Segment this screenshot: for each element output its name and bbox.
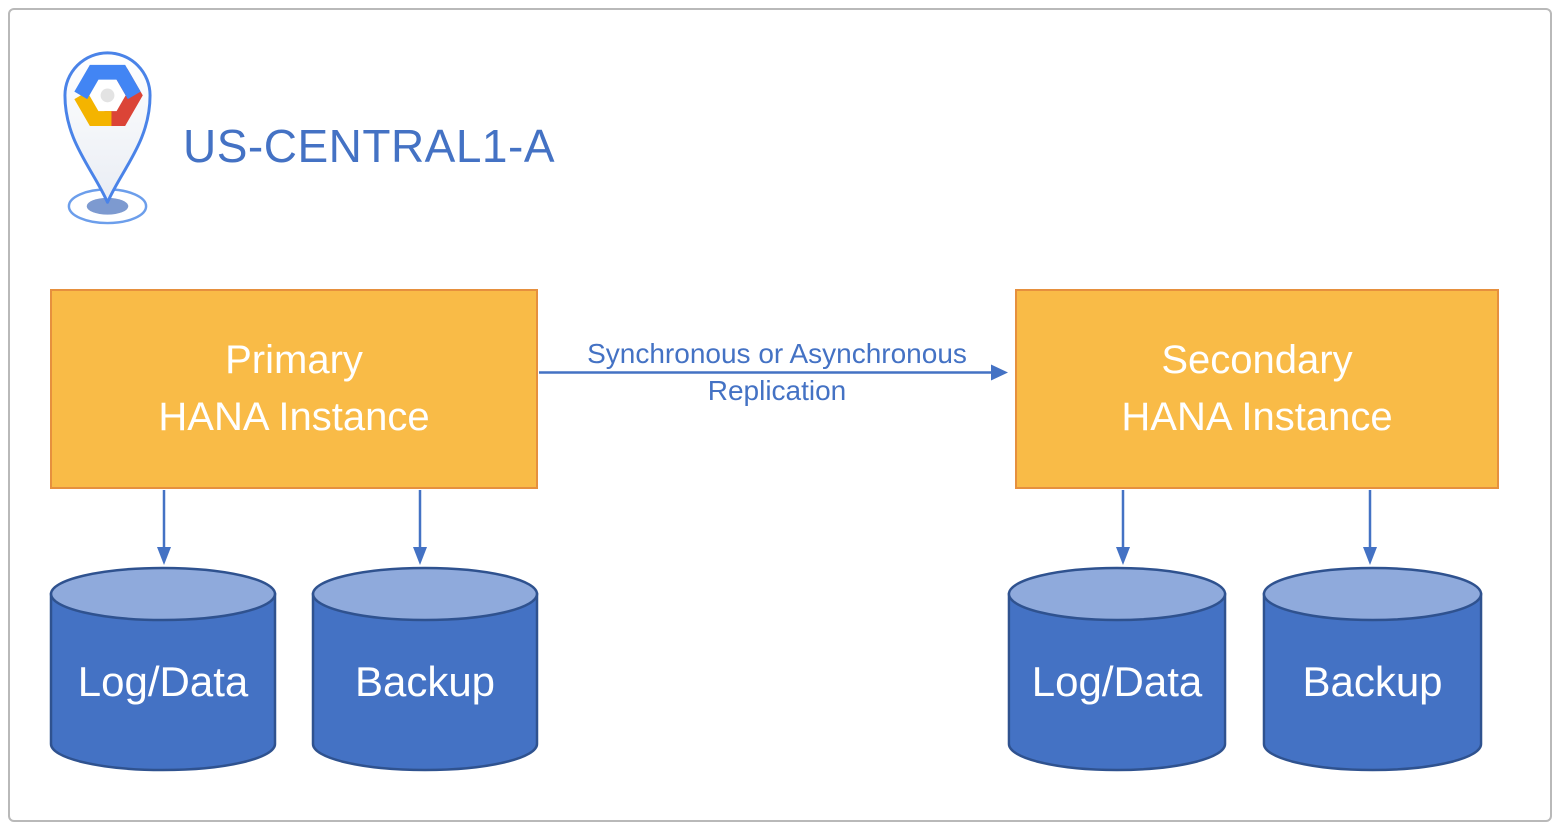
pin-base-shadow (86, 197, 129, 215)
primary-node-label-line2: HANA Instance (158, 395, 430, 439)
storage-label: Backup (1302, 658, 1443, 705)
database-cylinder-icon (1007, 566, 1227, 772)
storage-label: Log/Data (77, 658, 249, 705)
storage-cylinder-secondary-backup: Backup (1262, 566, 1483, 772)
gcp-hexagon-logo (74, 64, 143, 126)
region-title: US-CENTRAL1-A (183, 120, 556, 172)
arrow-primary-to-logdata (157, 490, 171, 565)
storage-cylinder-secondary-logdata: Log/Data (1007, 566, 1227, 772)
arrow-secondary-to-logdata (1116, 490, 1130, 565)
secondary-node-label-line2: HANA Instance (1121, 395, 1393, 439)
replication-arrow (539, 364, 1008, 381)
storage-cylinder-primary-logdata: Log/Data (49, 566, 277, 772)
storage-label: Backup (354, 658, 496, 705)
database-cylinder-icon (1262, 566, 1483, 772)
database-cylinder-icon (311, 566, 539, 772)
database-cylinder-icon (49, 566, 277, 772)
gcp-location-pin-icon (63, 51, 152, 225)
storage-cylinder-primary-backup: Backup (311, 566, 539, 772)
primary-hana-node: Primary HANA Instance (50, 289, 538, 489)
storage-label: Log/Data (1031, 658, 1203, 705)
arrow-secondary-to-backup (1363, 490, 1377, 565)
secondary-node-label-line1: Secondary (1161, 338, 1353, 382)
primary-node-label-line1: Primary (225, 338, 363, 382)
replication-label-line2: Replication (707, 375, 847, 406)
replication-label-line1: Synchronous or Asynchronous (587, 338, 967, 369)
arrow-primary-to-backup (413, 490, 427, 565)
secondary-hana-node: Secondary HANA Instance (1015, 289, 1499, 489)
